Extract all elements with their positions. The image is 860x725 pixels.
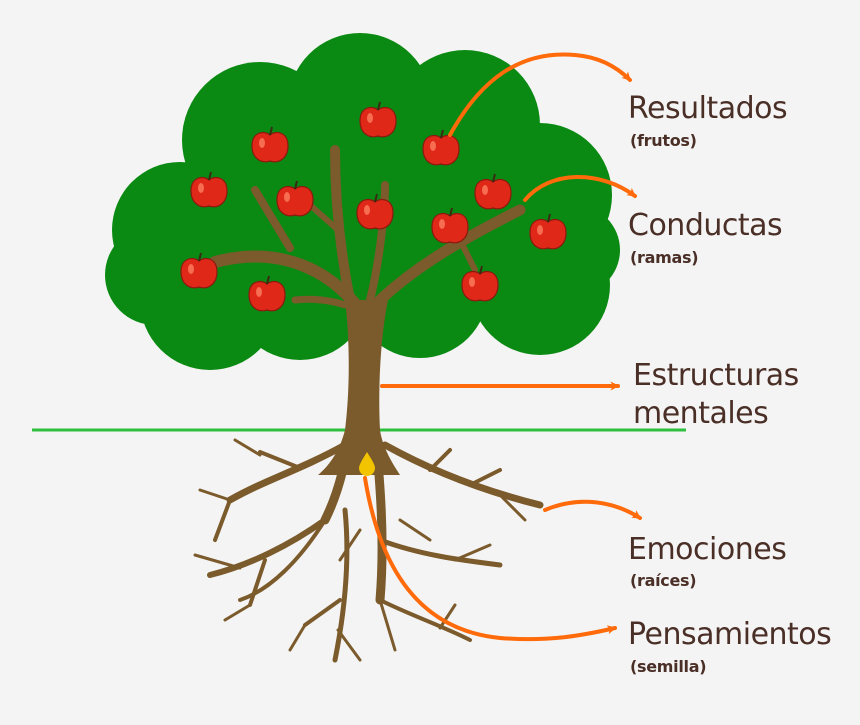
- apple-icon: [431, 207, 469, 244]
- label-mentales: mentales: [633, 396, 769, 431]
- foliage: [105, 33, 620, 370]
- label-resultados: Resultados: [628, 91, 788, 126]
- label-emociones: Emociones: [628, 532, 787, 567]
- label-conductas: Conductas: [628, 208, 783, 243]
- branches: [209, 145, 526, 316]
- apple-icon: [251, 126, 289, 163]
- note-frutos: (frutos): [630, 131, 697, 150]
- seed-icon: [359, 452, 375, 476]
- note-semilla: (semilla): [630, 657, 707, 676]
- label-estructuras: Estructuras: [633, 358, 799, 393]
- apple-icon: [529, 213, 567, 250]
- arrow-conductas: [523, 175, 637, 202]
- apple-icon: [180, 252, 218, 289]
- trunk: [318, 300, 400, 475]
- note-raices: (raíces): [630, 571, 697, 590]
- note-ramas: (ramas): [630, 248, 699, 267]
- apple-icon: [359, 101, 397, 138]
- apple-icon: [474, 173, 512, 210]
- arrow-pensamientos: [363, 476, 617, 642]
- apple-icon: [356, 193, 394, 230]
- apple-icon: [276, 180, 314, 217]
- apple-icon: [461, 265, 499, 302]
- apple-icon: [248, 275, 286, 312]
- apples: [180, 101, 567, 312]
- arrow-resultados: [448, 52, 632, 137]
- apple-icon: [422, 129, 460, 166]
- label-pensamientos: Pensamientos: [628, 617, 832, 652]
- arrow-emociones: [543, 499, 642, 520]
- apple-icon: [190, 171, 228, 208]
- callout-arrows: [363, 52, 642, 642]
